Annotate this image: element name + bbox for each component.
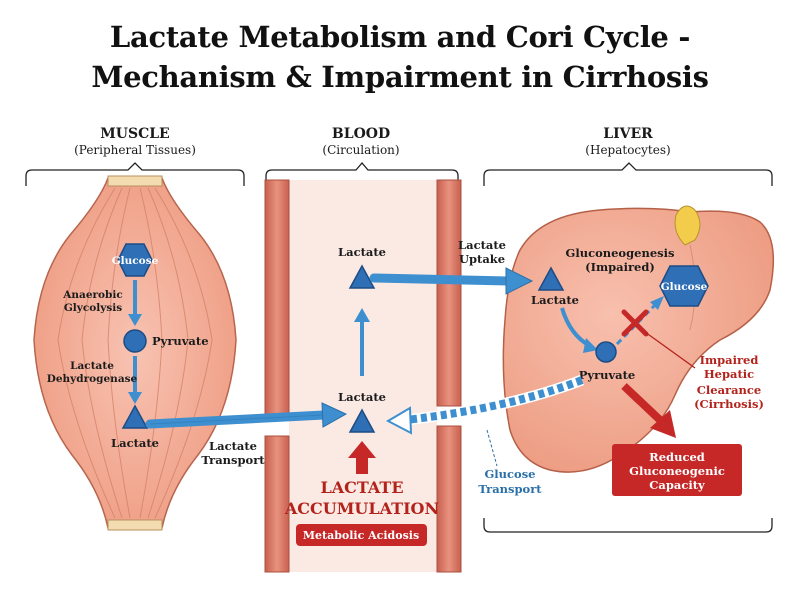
blood-vessel xyxy=(264,179,462,573)
lactate-uptake-arrow xyxy=(369,267,534,295)
muscle-tissue xyxy=(33,175,237,531)
liver-organ xyxy=(502,205,775,473)
ldh-label-2: Dehydrogenase xyxy=(47,373,138,385)
blood-heading: BLOOD xyxy=(331,126,391,142)
muscle-glucose-label: Glucose xyxy=(112,255,159,267)
muscle-pyruvate-label: Pyruvate xyxy=(152,334,209,348)
impaired-label-3: Clearance xyxy=(697,383,761,397)
anaerobic-label-1: Anaerobic xyxy=(62,289,123,301)
liver-header: LIVER (Hepatocytes) xyxy=(528,126,728,158)
liver-bottom-brace xyxy=(483,518,773,533)
muscle-heading: MUSCLE xyxy=(100,126,170,142)
blood-subheading: (Circulation) xyxy=(322,143,400,157)
accumulation-label-2: ACCUMULATION xyxy=(284,499,439,518)
uptake-label-2: Uptake xyxy=(459,252,505,266)
blood-header: BLOOD (Circulation) xyxy=(261,126,461,158)
liver-glucose-label: Glucose xyxy=(661,281,708,293)
reduced-capacity-arrow xyxy=(621,383,676,438)
reduced-capacity-box xyxy=(612,444,742,496)
liver-arrow-lactate-pyruvate xyxy=(560,307,598,353)
blood-brace xyxy=(265,162,459,186)
muscle-arrow-glucose-pyruvate xyxy=(128,280,142,326)
muscle-brace xyxy=(25,162,245,186)
ldh-label-1: Lactate xyxy=(70,360,114,372)
muscle-glucose-hexagon: Glucose xyxy=(112,243,159,277)
lactate-transport-arrow xyxy=(145,402,348,429)
liver-glucose-hexagon: Glucose xyxy=(659,265,709,307)
title-line-2: Mechanism & Impairment in Cirrhosis xyxy=(91,60,709,94)
liver-pyruvate-label: Pyruvate xyxy=(579,368,636,382)
block-x-icon xyxy=(621,309,649,337)
impaired-label-1: Impaired xyxy=(700,353,759,367)
glucose-transport-label-1: Glucose xyxy=(484,467,535,481)
gluconeogenesis-label-2: (Impaired) xyxy=(585,260,655,274)
liver-brace xyxy=(483,162,773,186)
anaerobic-label-2: Glycolysis xyxy=(64,302,122,314)
lactate-transport-label-2: Transport xyxy=(201,453,265,467)
reduced-label-3: Capacity xyxy=(649,478,705,492)
title-line-1: Lactate Metabolism and Cori Cycle - xyxy=(109,20,691,54)
acidosis-label: Metabolic Acidosis xyxy=(303,529,419,542)
blood-arrow-up xyxy=(354,308,370,376)
muscle-pyruvate-circle xyxy=(123,329,147,353)
blood-lactate-top-label: Lactate xyxy=(338,245,386,259)
glucose-transport-label-2: Transport xyxy=(478,482,542,496)
blood-lactate-top-triangle xyxy=(348,264,376,289)
glucose-transport-pointer xyxy=(486,429,498,467)
accumulation-arrow xyxy=(348,441,376,474)
blocked-arrow-pyruvate-glucose xyxy=(615,296,664,346)
liver-lactate-label: Lactate xyxy=(531,293,579,307)
liver-pyruvate-circle xyxy=(595,341,617,363)
muscle-subheading: (Peripheral Tissues) xyxy=(74,143,196,157)
liver-heading: LIVER xyxy=(603,126,653,142)
impaired-pointer-line xyxy=(644,331,696,369)
reduced-label-1: Reduced xyxy=(649,450,705,464)
liver-lactate-triangle xyxy=(537,266,565,291)
impaired-label-4: (Cirrhosis) xyxy=(694,397,764,411)
gluconeogenesis-label-1: Gluconeogenesis xyxy=(566,246,675,260)
accumulation-label-1: LACTATE xyxy=(320,478,403,497)
muscle-lactate-label: Lactate xyxy=(111,436,159,450)
muscle-lactate-triangle xyxy=(121,404,149,429)
muscle-arrow-pyruvate-lactate xyxy=(128,356,142,404)
muscle-header: MUSCLE (Peripheral Tissues) xyxy=(35,126,235,158)
liver-subheading: (Hepatocytes) xyxy=(585,143,671,157)
blood-lactate-bottom-triangle xyxy=(348,408,376,433)
reduced-label-2: Gluconeogenic xyxy=(629,464,725,478)
impaired-label-2: Hepatic xyxy=(704,367,754,381)
uptake-label-1: Lactate xyxy=(458,238,506,252)
acidosis-badge xyxy=(296,524,427,546)
lactate-transport-label-1: Lactate xyxy=(209,439,257,453)
blood-lactate-bottom-label: Lactate xyxy=(338,390,386,404)
glucose-transport-arrow xyxy=(385,374,584,435)
